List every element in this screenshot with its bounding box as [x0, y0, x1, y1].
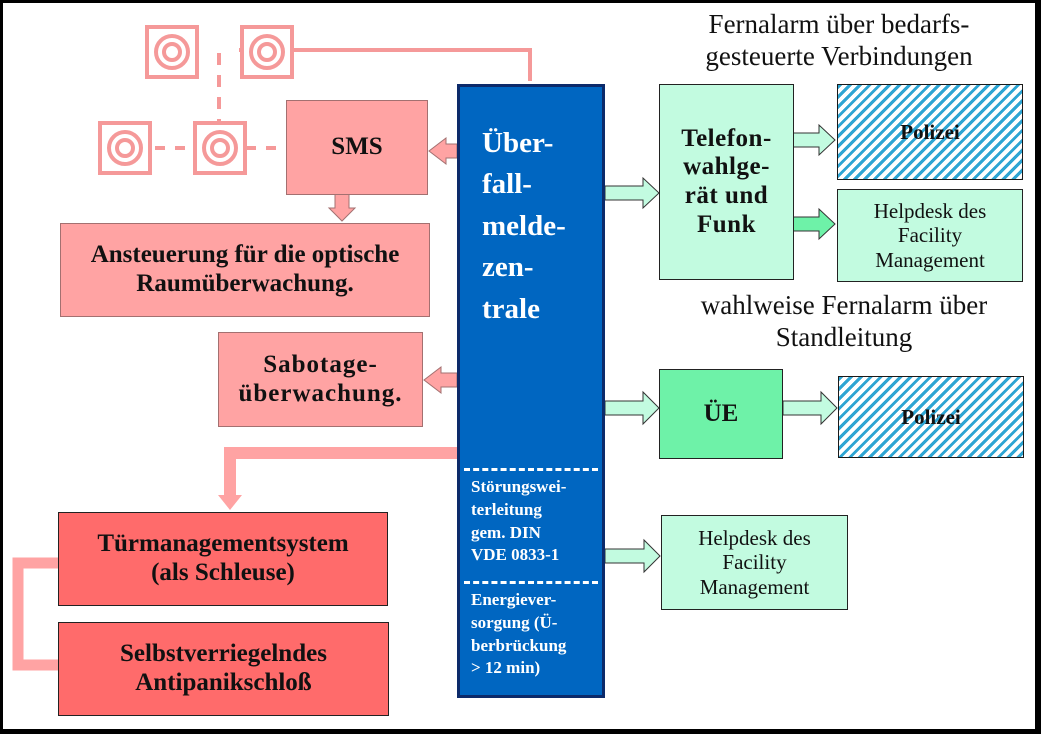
helpdesk-label-1: Helpdesk des Facility Management — [873, 199, 987, 272]
power-supply-label: Energiever- sorgung (Ü- berbrückung > 12… — [471, 590, 567, 678]
connector-door-to-lock — [12, 557, 58, 671]
arrow-ue-to-police — [782, 390, 838, 426]
connector-detector-to-central — [290, 48, 532, 81]
police-box-2: Polizei — [838, 376, 1024, 458]
connector-layer — [12, 48, 838, 671]
antipanic-lock-box: Selbstverriegelndes Antipanikschloß — [58, 622, 389, 716]
central-unit-title: Über- fall- melde- zen- trale — [482, 127, 566, 325]
door-management-box: Türmanagementsystem (als Schleuse) — [58, 512, 388, 606]
detector-layer — [98, 25, 294, 175]
divider-dashed — [464, 468, 598, 471]
helpdesk-label-2: Helpdesk des Facility Management — [698, 526, 811, 599]
connector-central-to-door — [224, 447, 457, 497]
central-alarm-unit: Über- fall- melde- zen- trale Störungswe… — [457, 84, 605, 698]
arrow-central-to-dialer — [604, 176, 660, 210]
sabotage-label: Sabotage- überwachung. — [238, 350, 403, 407]
helpdesk-box-1: Helpdesk des Facility Management — [837, 189, 1023, 282]
arrow-central-to-ue — [604, 390, 660, 426]
divider-dashed — [464, 581, 598, 584]
ring-detector-icon — [240, 25, 294, 79]
dialer-box: Telefon- wahlge- rät und Funk — [659, 84, 794, 280]
ue-box: ÜE — [659, 369, 783, 459]
heading-leased-line-alarm: wahlweise Fernalarm über Standleitung — [700, 290, 988, 352]
police-label-2: Polizei — [901, 404, 961, 429]
sms-box: SMS — [286, 100, 428, 195]
optical-monitoring-box: Ansteuerung für die optische Raumüberwac… — [60, 223, 430, 317]
arrow-sms-to-optical — [327, 193, 357, 222]
dialer-label: Telefon- wahlge- rät und Funk — [681, 124, 772, 238]
arrow-central-to-sms — [428, 136, 458, 166]
fault-forwarding-label: Störungswei- terleitung gem. DIN VDE 083… — [471, 477, 567, 565]
ring-detector-icon — [98, 121, 152, 175]
arrow-central-to-sabotage — [423, 365, 458, 395]
optical-monitoring-label: Ansteuerung für die optische Raumüberwac… — [90, 241, 400, 297]
arrow-central-to-helpdesk-2 — [604, 538, 661, 574]
police-label-1: Polizei — [900, 119, 960, 144]
ring-detector-icon — [193, 121, 247, 175]
door-management-label: Türmanagementsystem (als Schleuse) — [97, 530, 349, 586]
ring-detector-icon — [145, 25, 199, 79]
sms-label: SMS — [331, 133, 383, 161]
heading-dialup-alarm: Fernalarm über bedarfs- gesteuerte Verbi… — [705, 9, 973, 71]
sabotage-box: Sabotage- überwachung. — [218, 332, 423, 427]
diagram-canvas: SMS Ansteuerung für die optische Raumübe… — [3, 3, 1035, 729]
antipanic-lock-label: Selbstverriegelndes Antipanikschloß — [120, 640, 327, 696]
arrow-to-door-management — [218, 495, 242, 510]
helpdesk-box-2: Helpdesk des Facility Management — [661, 515, 848, 610]
ue-label: ÜE — [703, 399, 739, 427]
police-box-1: Polizei — [837, 84, 1023, 180]
